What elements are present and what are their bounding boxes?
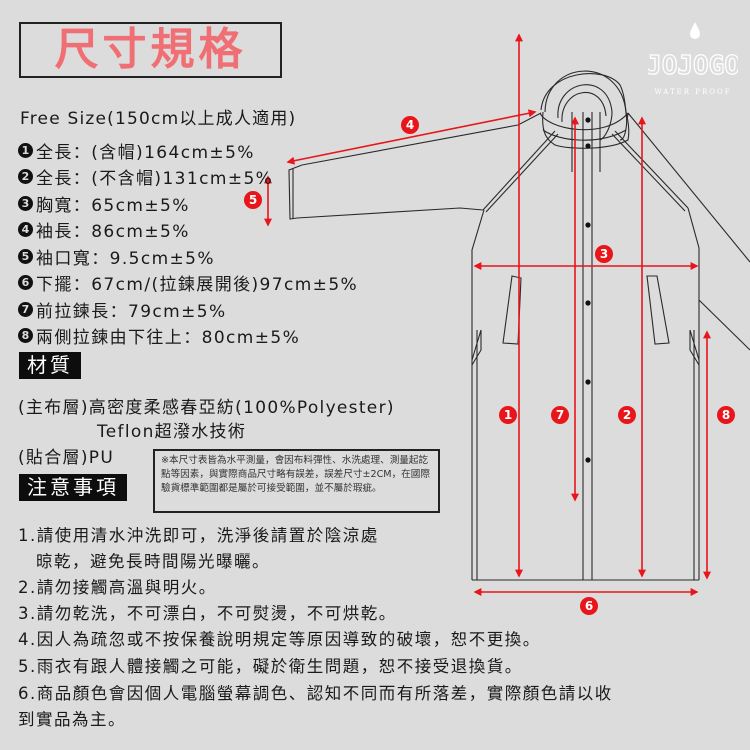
svg-text:8: 8 [722, 408, 730, 422]
care-item: 3.請勿乾洗，不可漂白，不可熨燙，不可烘乾。 [18, 604, 397, 623]
care-item: 到實品為主。 [18, 710, 126, 729]
svg-text:WATER PROOF: WATER PROOF [654, 88, 731, 96]
svg-text:1: 1 [504, 408, 512, 422]
number-badge: 8 [18, 328, 33, 344]
spec-text: 前拉鍊長：79cm±5% [36, 301, 227, 322]
spec-text: 兩側拉鍊由下往上：80cm±5% [36, 328, 301, 349]
svg-text:4: 4 [406, 118, 414, 132]
care-item: 2.請勿接觸高溫與明火。 [18, 578, 217, 597]
care-heading: 注意事項 [19, 474, 127, 501]
spec-text: 全長：(不含帽)131cm±5% [36, 169, 274, 190]
spec-text: 全長：(含帽)164cm±5% [36, 142, 255, 163]
material-main-layer: (主布層)高密度柔感春亞紡(100%Polyester) [18, 398, 395, 418]
number-badge: 5 [18, 248, 33, 264]
marker-7: 7 [551, 406, 569, 424]
number-badge: 3 [18, 195, 33, 211]
spec-text: 袖長：86cm±5% [36, 222, 190, 243]
number-badge: 7 [18, 301, 33, 317]
care-item: 5.雨衣有跟人體接觸之可能，礙於衛生問題，恕不接受退換貨。 [18, 657, 523, 676]
svg-text:6: 6 [585, 599, 593, 613]
number-badge: 1 [18, 142, 33, 158]
marker-3: 3 [595, 245, 613, 263]
marker-1: 1 [499, 406, 517, 424]
svg-text:3: 3 [600, 247, 608, 261]
care-item: 晾乾，避免長時間陽光曝曬。 [18, 552, 270, 571]
spec-text: 袖口寬：9.5cm±5% [36, 248, 215, 269]
svg-text:7: 7 [556, 408, 564, 422]
page-title: 尺寸規格 [19, 22, 282, 78]
care-item: 1.請使用清水沖洗即可，洗淨後請置於陰涼處 [18, 526, 379, 545]
page-title-text: 尺寸規格 [54, 24, 247, 75]
number-badge: 4 [18, 222, 33, 238]
spec-text: 胸寬：65cm±5% [36, 195, 190, 216]
material-heading: 材質 [19, 352, 81, 379]
svg-text:2: 2 [623, 408, 631, 422]
number-badge: 2 [18, 169, 33, 185]
material-laminate-layer: (貼合層)PU [18, 448, 115, 468]
free-size-label: Free Size(150cm以上成人適用) [20, 109, 297, 129]
care-item: 6.商品顏色會因個人電腦螢幕調色、認知不同而有所落差，實際顏色請以收 [18, 684, 613, 703]
measurement-note: ※本尺寸表皆為水平測量，會因布料彈性、水洗處理、測量起訖點等因素，與實際商品尺寸… [153, 449, 440, 513]
spec-text: 下擺：67cm/(拉鍊展開後)97cm±5% [36, 275, 359, 296]
brand-logo: JOJOGO WATER PROOF [645, 16, 741, 100]
svg-text:5: 5 [249, 193, 257, 207]
marker-2: 2 [618, 406, 636, 424]
care-item: 4.因人為疏忽或不按保養說明規定等原因導致的破壞，恕不更換。 [18, 630, 541, 649]
svg-text:JOJOGO: JOJOGO [648, 51, 738, 81]
marker-6: 6 [580, 597, 598, 615]
marker-4: 4 [401, 116, 419, 134]
marker-5: 5 [244, 191, 262, 209]
number-badge: 6 [18, 275, 33, 291]
material-teflon: Teflon超潑水技術 [97, 422, 247, 442]
marker-8: 8 [717, 406, 735, 424]
